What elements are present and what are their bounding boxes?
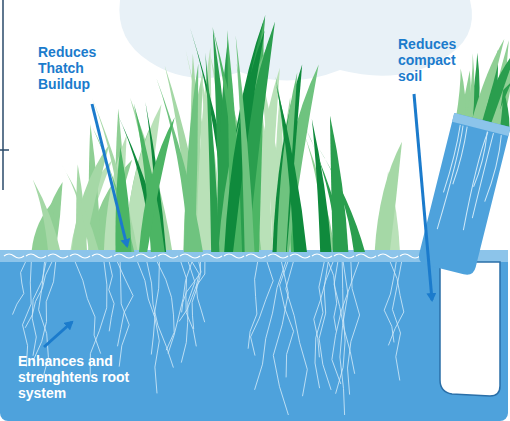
root (315, 262, 324, 388)
root (319, 262, 331, 390)
plug-thatch (452, 113, 510, 136)
thatch-stroke (202, 254, 222, 258)
root (13, 262, 26, 315)
root (109, 262, 114, 331)
root (437, 126, 464, 230)
grass-blade (375, 142, 402, 252)
grass-blade (471, 36, 504, 124)
root (32, 262, 46, 356)
thatch-stroke (334, 254, 354, 258)
leader-arrow (92, 104, 127, 246)
root (280, 262, 294, 377)
aeration-hole (440, 262, 500, 396)
root (23, 262, 32, 367)
root (443, 125, 461, 193)
root (157, 262, 174, 350)
thatch-strokes (4, 254, 442, 258)
thatch-stroke (158, 254, 178, 258)
grass-blade (330, 116, 348, 252)
grass-front (93, 15, 366, 252)
soil (0, 250, 508, 421)
root (328, 262, 336, 331)
thatch-stroke (4, 254, 24, 258)
thatch-stroke (312, 254, 332, 258)
root (332, 262, 359, 384)
root (181, 262, 195, 363)
roots (13, 262, 404, 415)
leader-arrow (414, 94, 432, 300)
leader-arrow (44, 322, 72, 347)
grass-blade (205, 53, 219, 252)
root (485, 135, 504, 202)
root (147, 262, 174, 368)
root (461, 131, 487, 230)
thatch-stroke (92, 254, 112, 258)
thatch-stroke (356, 254, 376, 258)
frame-tick (0, 149, 9, 151)
thatch-stroke (136, 254, 156, 258)
frame-line (2, 0, 4, 190)
plug-roots (434, 125, 503, 239)
callout-label: Enhances and strenghtens root system (18, 353, 130, 401)
grass-blade (236, 35, 255, 252)
root (138, 262, 155, 355)
root (192, 262, 200, 329)
grass-blade (33, 180, 61, 252)
thatch-stroke (26, 254, 46, 258)
root (196, 262, 205, 322)
callout-label: Reduces compact soil (398, 36, 464, 84)
thatch-stroke (378, 254, 398, 258)
root (181, 262, 196, 346)
thatch-stroke (400, 254, 420, 258)
grass-blade (276, 84, 307, 252)
thatch-stroke (268, 254, 288, 258)
root (334, 262, 355, 374)
callout-label: Reduces Thatch Buildup (38, 44, 102, 92)
thatch-stroke (114, 254, 134, 258)
thatch-stroke (180, 254, 200, 258)
thatch-stroke (224, 254, 244, 258)
grass-blade (61, 162, 100, 252)
plug-core (417, 113, 510, 276)
root (117, 262, 133, 346)
root (168, 262, 192, 354)
root (248, 262, 258, 349)
root (75, 262, 101, 354)
root (388, 262, 403, 345)
grass-blade (224, 30, 264, 252)
root (348, 262, 360, 395)
thatch-stroke (70, 254, 90, 258)
root (25, 262, 52, 328)
thatch-stroke (48, 254, 68, 258)
thatch-stroke (290, 254, 310, 258)
root (286, 262, 308, 396)
thatch-stroke (246, 254, 266, 258)
root (251, 262, 274, 356)
grass-blade (139, 117, 175, 252)
root (314, 262, 333, 357)
root (453, 127, 469, 185)
root (273, 262, 288, 415)
